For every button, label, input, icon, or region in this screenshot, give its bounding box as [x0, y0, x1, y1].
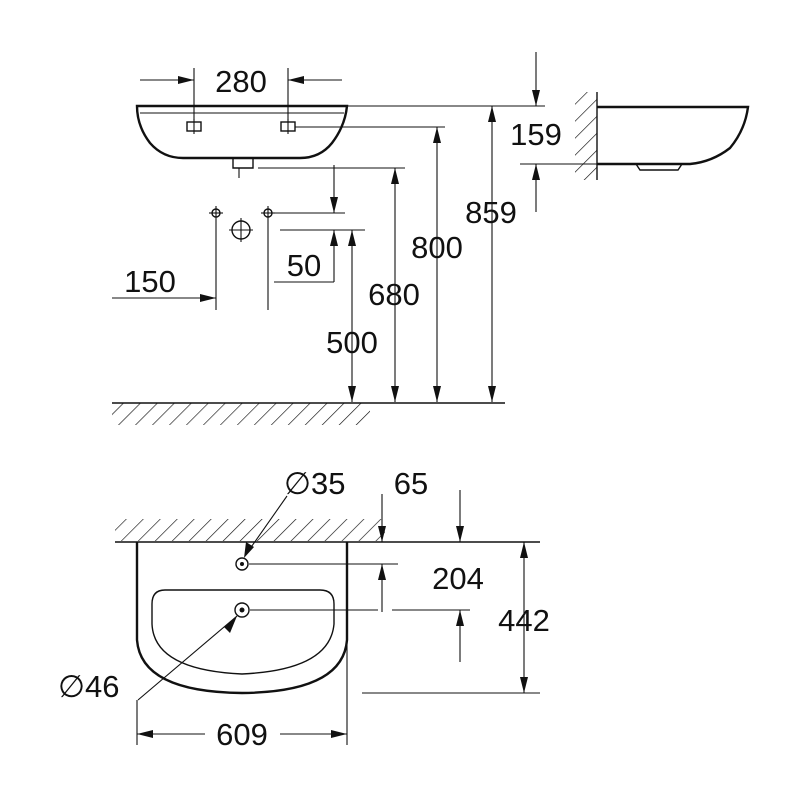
arrow-859-top: [488, 106, 496, 122]
drain-stub: [232, 158, 254, 169]
waste-hole-center: [239, 607, 245, 613]
arrow-800-top: [433, 127, 441, 143]
dim-label-65: 65: [394, 466, 428, 501]
dim-label-859: 859: [465, 195, 517, 230]
dim-label-159: 159: [510, 117, 562, 152]
arrow-609-right: [331, 730, 347, 738]
dim-label-609: 609: [216, 717, 268, 752]
arrow-800-bottom: [433, 386, 441, 402]
arrow-680-bottom: [391, 386, 399, 402]
bowl-outline: [151, 589, 335, 675]
side-drain: [635, 163, 683, 171]
arrow-442-bottom: [520, 677, 528, 693]
arrow-204: [456, 610, 464, 626]
dim-label-d35: ∅35: [284, 466, 346, 501]
arrow-442-top: [520, 542, 528, 558]
dim-label-d46: ∅46: [58, 669, 120, 704]
dim-label-204: 204: [432, 561, 484, 596]
wall-hatch-side: [575, 92, 597, 180]
arrow-150: [200, 294, 216, 302]
dim-label-442: 442: [498, 603, 550, 638]
arrow-680-top: [391, 168, 399, 184]
dim-label-280: 280: [215, 64, 267, 99]
basin-side-outline: [597, 105, 750, 166]
arrow-159-bottom: [532, 164, 540, 180]
arrow-609-left: [137, 730, 153, 738]
side-view: 159: [510, 52, 750, 212]
arrow-d46: [224, 616, 237, 633]
arrow-50-lower: [330, 230, 338, 246]
arrow-280-right: [288, 76, 304, 84]
arrow-500-top: [348, 230, 356, 246]
leader-d35: [246, 495, 288, 554]
arrow-50-upper: [330, 197, 338, 213]
arrow-65-left-lower: [378, 564, 386, 580]
dim-label-680: 680: [368, 277, 420, 312]
basin-plan-outline: [135, 542, 349, 695]
arrow-65-right: [456, 526, 464, 542]
plan-view: ∅35 ∅46 65 204 442 609: [58, 466, 550, 752]
arrow-500-bottom: [348, 386, 356, 402]
basin-front-outline: [135, 104, 349, 160]
arrow-859-bottom: [488, 386, 496, 402]
waste-hole: [234, 602, 250, 618]
dim-label-500: 500: [326, 325, 378, 360]
dim-label-50: 50: [287, 248, 321, 283]
tap-hole: [235, 557, 249, 571]
wall-hatch-plan: [115, 519, 385, 541]
arrow-d35: [244, 542, 254, 558]
arrow-159-top: [532, 90, 540, 106]
arrow-65-left: [378, 526, 386, 542]
dim-label-800: 800: [411, 230, 463, 265]
tap-hole-center: [240, 562, 244, 566]
dim-label-150: 150: [124, 264, 176, 299]
floor-hatch: [112, 403, 370, 425]
leader-d46: [137, 615, 238, 701]
arrow-280-left: [178, 76, 194, 84]
front-elevation-view: 280 150 50 500 680: [112, 64, 545, 425]
